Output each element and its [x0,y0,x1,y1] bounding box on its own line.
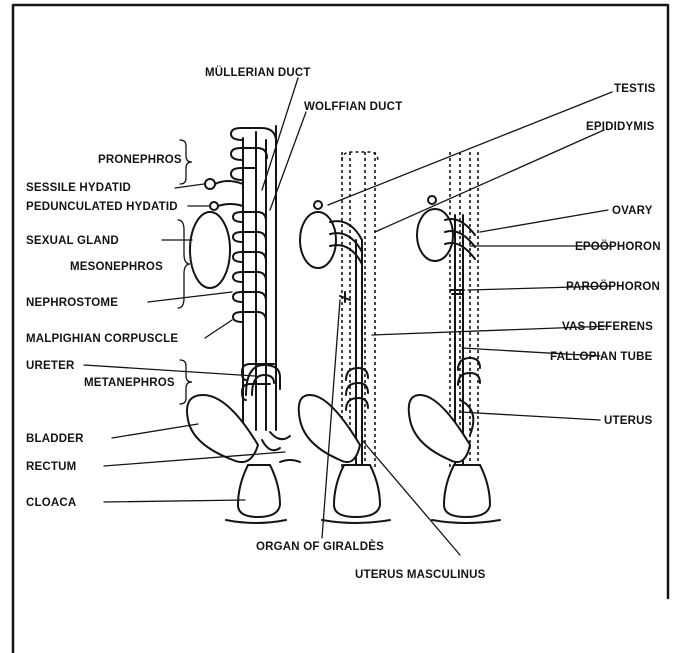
label-rectum: RECTUM [26,461,76,473]
male-bladder-shape [299,395,360,462]
cloaca-shape [238,465,280,517]
label-sexual-gland: SEXUAL GLAND [26,235,119,247]
label-mesonephros: MESONEPHROS [70,261,163,273]
label-sessile-hydatid: SESSILE HYDATID [26,182,131,194]
indifferent-stage [187,126,300,523]
label-pedunculated-hydatid: PEDUNCULATED HYDATID [26,201,178,213]
label-nephrostome: NEPHROSTOME [26,297,118,309]
label-malpighian-corpuscle: MALPIGHIAN CORPUSCLE [26,333,178,345]
female-uterus-shape [409,395,470,462]
male-stage [299,152,390,523]
label-wolffian-duct: WOLFFIAN DUCT [304,101,402,113]
label-ureter: URETER [26,360,75,372]
label-organ-of-giraldes: ORGAN OF GIRALDÈS [256,540,384,553]
label-epididymis: EPIDIDYMIS [586,121,655,133]
label-bladder: BLADDER [26,433,84,445]
label-cloaca: CLOACA [26,497,76,509]
label-ovary: OVARY [612,205,653,217]
testis-shape [300,212,336,268]
ovary-shape [417,209,453,261]
label-epoophoron: EPOÖPHORON [575,240,661,253]
label-pronephros: PRONEPHROS [98,154,182,166]
label-metanephros: METANEPHROS [84,377,175,389]
label-mullerian-duct: MÜLLERIAN DUCT [205,66,311,79]
label-paroophoron: PAROÖPHORON [566,280,660,293]
label-uterus: UTERUS [604,415,653,427]
label-fallopian-tube: FALLOPIAN TUBE [550,351,653,363]
sexual-gland-shape [190,212,230,288]
label-testis: TESTIS [614,83,656,95]
label-uterus-masculinus: UTERUS MASCULINUS [355,569,486,581]
bladder-shape [187,395,258,462]
label-vas-deferens: VAS DEFERENS [562,321,653,333]
female-stage [409,152,500,523]
pedunculated-hydatid-shape [210,202,218,210]
sessile-hydatid-shape [205,179,215,189]
